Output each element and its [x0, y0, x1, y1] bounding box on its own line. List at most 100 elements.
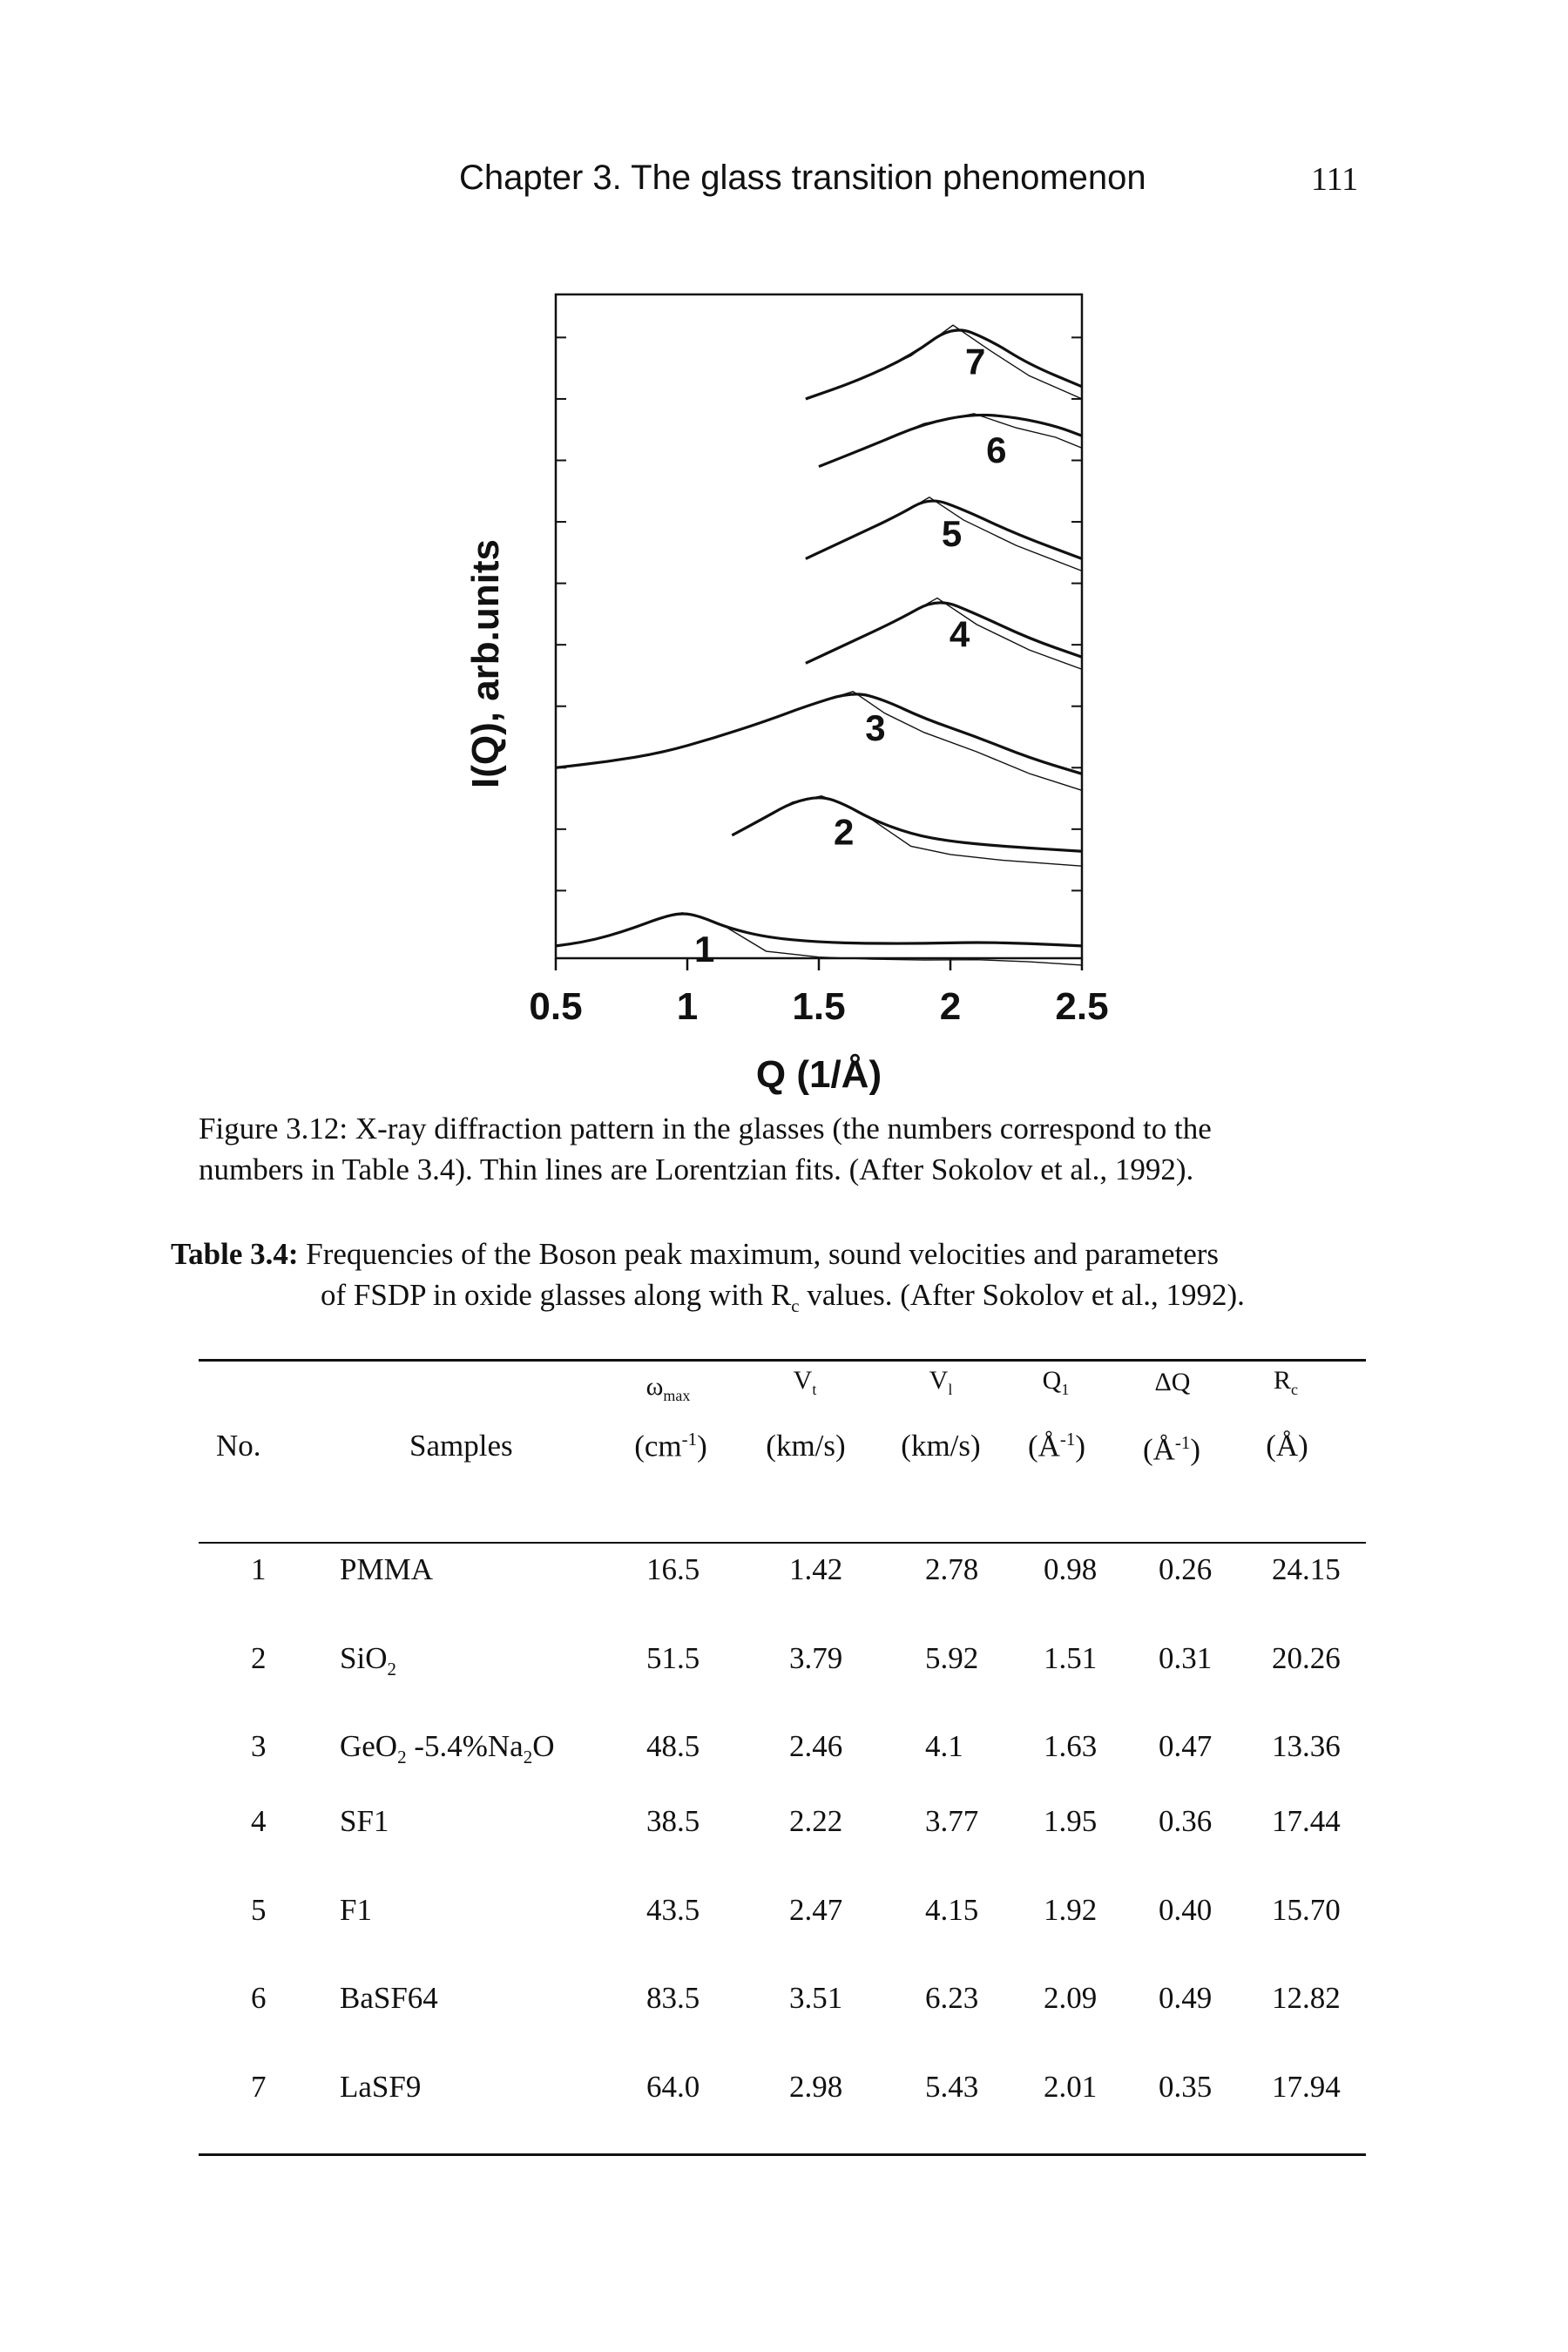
table-caption-text: of FSDP in oxide glasses along with R: [321, 1278, 792, 1312]
sample-part: SiO: [340, 1641, 388, 1675]
header-rc-sym: R: [1273, 1366, 1291, 1395]
cell-no: 4: [251, 1804, 267, 1838]
table-caption: Table 3.4: Frequencies of the Boson peak…: [171, 1233, 1390, 1327]
cell-vt: 3.51: [789, 1981, 843, 2015]
table-top-rule: [199, 1359, 1366, 1362]
curves: [555, 324, 1083, 966]
x-tick-label: 2: [940, 985, 961, 1028]
cell-q1: 2.09: [1044, 1981, 1098, 2015]
table-caption-line-1: Frequencies of the Boson peak maximum, s…: [306, 1237, 1220, 1271]
table-caption-sub: c: [791, 1295, 800, 1316]
curve-label-5: 5: [942, 513, 962, 554]
header-q1-unit-sup: -1: [1059, 1429, 1076, 1450]
running-head: Chapter 3. The glass transition phenomen…: [0, 159, 1568, 211]
cell-q1: 1.51: [1044, 1641, 1098, 1675]
caption-line-2: numbers in Table 3.4). Thin lines are Lo…: [199, 1152, 1194, 1186]
page-number: 111: [1311, 161, 1359, 198]
sample-part: O: [532, 1729, 555, 1763]
cell-vt: 2.47: [789, 1893, 843, 1927]
figure-caption: Figure 3.12: X-ray diffraction pattern i…: [199, 1108, 1375, 1190]
cell-dq: 0.36: [1159, 1804, 1213, 1838]
cell-no: 2: [251, 1641, 267, 1675]
header-dq-unit-text: (Å: [1142, 1432, 1175, 1467]
cell-rc: 17.94: [1272, 2070, 1341, 2104]
sample-part: 2: [397, 1747, 407, 1767]
cell-rc: 13.36: [1272, 1729, 1341, 1763]
curve-label-1: 1: [694, 929, 714, 970]
table-label: Table 3.4:: [171, 1237, 299, 1271]
cell-vl: 4.1: [925, 1729, 963, 1763]
sample-part: 2: [523, 1747, 533, 1767]
header-vl-sub: l: [948, 1381, 953, 1398]
y-axis-label: I(Q), arb.units: [464, 539, 507, 788]
table-caption-tail: values. (After Sokolov et al., 1992).: [799, 1278, 1245, 1312]
header-q1: Q1: [1021, 1366, 1091, 1399]
fit-2: [732, 795, 1083, 867]
cell-vt: 2.22: [789, 1804, 843, 1838]
header-vl-unit: (km/s): [901, 1429, 981, 1463]
cell-dq: 0.49: [1159, 1981, 1213, 2015]
x-tick-label: 1.5: [792, 985, 845, 1028]
header-omega-sym: ω: [645, 1372, 664, 1401]
cell-omega: 48.5: [646, 1729, 700, 1763]
cell-no: 1: [251, 1552, 267, 1586]
sample-part: LaSF9: [340, 2070, 422, 2104]
cell-dq: 0.40: [1159, 1893, 1213, 1927]
cell-sample: SiO2: [340, 1641, 396, 1680]
cell-dq: 0.31: [1159, 1641, 1213, 1675]
cell-q1: 2.01: [1044, 2070, 1098, 2104]
header-vl: Vl: [906, 1366, 976, 1399]
chapter-title: Chapter 3. The glass transition phenomen…: [459, 159, 1146, 197]
fit-6: [818, 413, 1083, 468]
cell-vl: 5.92: [925, 1641, 979, 1675]
curve-label-3: 3: [865, 707, 885, 748]
cell-sample: SF1: [340, 1804, 389, 1843]
cell-dq: 0.26: [1159, 1552, 1213, 1586]
header-no: No.: [216, 1429, 261, 1463]
cell-omega: 43.5: [646, 1893, 700, 1927]
cell-rc: 17.44: [1272, 1804, 1341, 1838]
header-rc: Rc: [1260, 1366, 1312, 1399]
caption-line-1: Figure 3.12: X-ray diffraction pattern i…: [199, 1112, 1212, 1146]
header-dq-unit: (Å-1): [1124, 1432, 1220, 1468]
cell-vt: 1.42: [789, 1552, 843, 1586]
cell-no: 7: [251, 2070, 267, 2104]
header-vl-sym: V: [929, 1366, 949, 1395]
cell-sample: LaSF9: [340, 2070, 421, 2109]
fit-3: [555, 691, 1083, 791]
cell-omega: 16.5: [646, 1552, 700, 1586]
cell-dq: 0.35: [1159, 2070, 1213, 2104]
cell-rc: 15.70: [1272, 1893, 1341, 1927]
y-ticks: [556, 336, 1082, 892]
header-q1-unit-text: (Å: [1027, 1429, 1060, 1463]
x-axis-label: Q (1/Å): [756, 1053, 882, 1096]
header-omega-unit-text: (cm: [634, 1429, 682, 1463]
cell-rc: 12.82: [1272, 1981, 1341, 2015]
cell-sample: BaSF64: [340, 1981, 438, 2020]
table-header-rule: [199, 1542, 1366, 1544]
cell-sample: GeO2 -5.4%Na2O: [340, 1729, 555, 1768]
sample-part: -5.4%Na: [406, 1729, 524, 1763]
header-dq-unit-sup: -1: [1174, 1432, 1191, 1453]
header-rc-sub: c: [1291, 1381, 1298, 1398]
cell-dq: 0.47: [1159, 1729, 1213, 1763]
header-omega: ωmax: [620, 1372, 716, 1405]
cell-sample: F1: [340, 1893, 372, 1932]
sample-part: GeO: [340, 1729, 398, 1763]
cell-no: 6: [251, 1981, 267, 2015]
sample-part: BaSF64: [340, 1981, 438, 2015]
cell-vt: 3.79: [789, 1641, 843, 1675]
fit-7: [805, 324, 1083, 400]
cell-q1: 1.95: [1044, 1804, 1098, 1838]
cell-q1: 1.63: [1044, 1729, 1098, 1763]
header-dq: ΔQ: [1154, 1368, 1191, 1396]
header-q1-unit: (Å-1): [1009, 1429, 1105, 1464]
cell-vl: 2.78: [925, 1552, 979, 1586]
header-vt-sym: V: [793, 1366, 813, 1395]
cell-rc: 20.26: [1272, 1641, 1341, 1675]
x-tick-label: 0.5: [529, 985, 582, 1028]
